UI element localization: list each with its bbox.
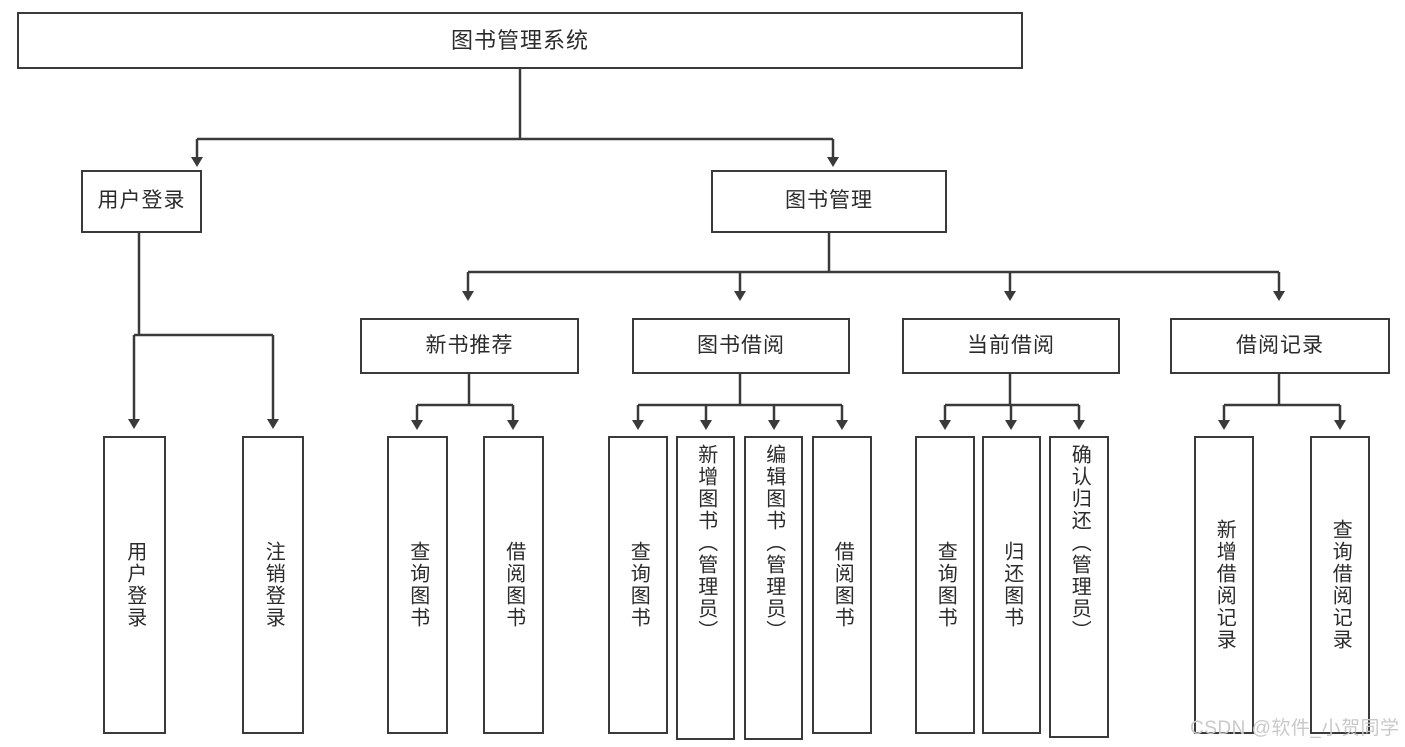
leaf-record-query-record[interactable]: 查询借阅记录 — [1310, 436, 1370, 734]
leaf-borrow-query-book[interactable]: 查询图书 — [608, 436, 668, 734]
leaf-borrow-borrow-book[interactable]: 借阅图书 — [812, 436, 872, 734]
node-label: 图书管理系统 — [450, 27, 589, 53]
node-label: 图书借阅 — [697, 333, 785, 357]
node-user-login[interactable]: 用户登录 — [81, 170, 202, 233]
leaf-borrow-edit-book-admin[interactable]: 编辑图书（管理员） — [744, 436, 803, 740]
node-new-book-recommend[interactable]: 新书推荐 — [360, 318, 579, 374]
node-label: 查询图书 — [934, 541, 957, 629]
node-label: 当前借阅 — [967, 333, 1055, 357]
leaf-recommend-borrow-book[interactable]: 借阅图书 — [483, 436, 544, 734]
node-label: 新增图书（管理员） — [694, 444, 717, 642]
node-label: 确认归还（管理员） — [1068, 444, 1091, 642]
node-book-borrow[interactable]: 图书借阅 — [632, 318, 850, 374]
node-root-system[interactable]: 图书管理系统 — [17, 12, 1023, 69]
node-current-borrow[interactable]: 当前借阅 — [902, 318, 1120, 374]
node-label: 注销登录 — [262, 541, 285, 629]
leaf-user-logout[interactable]: 注销登录 — [242, 436, 304, 734]
node-label: 用户登录 — [123, 541, 146, 629]
leaf-recommend-query-book[interactable]: 查询图书 — [387, 436, 448, 734]
node-label: 查询图书 — [627, 541, 650, 629]
node-borrow-record[interactable]: 借阅记录 — [1170, 318, 1390, 374]
leaf-current-return-book[interactable]: 归还图书 — [982, 436, 1041, 734]
leaf-borrow-add-book-admin[interactable]: 新增图书（管理员） — [676, 436, 735, 740]
node-label: 新书推荐 — [425, 333, 514, 357]
node-label: 图书管理 — [785, 189, 873, 213]
node-label: 借阅记录 — [1236, 333, 1324, 357]
node-label: 借阅图书 — [502, 541, 525, 629]
node-label: 编辑图书（管理员） — [762, 444, 785, 642]
leaf-current-confirm-return-admin[interactable]: 确认归还（管理员） — [1049, 436, 1109, 738]
leaf-user-login[interactable]: 用户登录 — [103, 436, 166, 734]
node-label: 新增借阅记录 — [1213, 519, 1236, 651]
node-label: 用户登录 — [97, 189, 186, 213]
node-label: 查询图书 — [406, 541, 429, 629]
watermark: CSDN @软件_小贺同学 — [1190, 718, 1400, 739]
leaf-current-query-book[interactable]: 查询图书 — [915, 436, 975, 734]
leaf-record-add-record[interactable]: 新增借阅记录 — [1194, 436, 1254, 734]
node-label: 归还图书 — [1000, 541, 1023, 629]
node-book-management[interactable]: 图书管理 — [711, 170, 947, 233]
node-label: 借阅图书 — [831, 541, 854, 629]
node-label: 查询借阅记录 — [1329, 519, 1352, 651]
